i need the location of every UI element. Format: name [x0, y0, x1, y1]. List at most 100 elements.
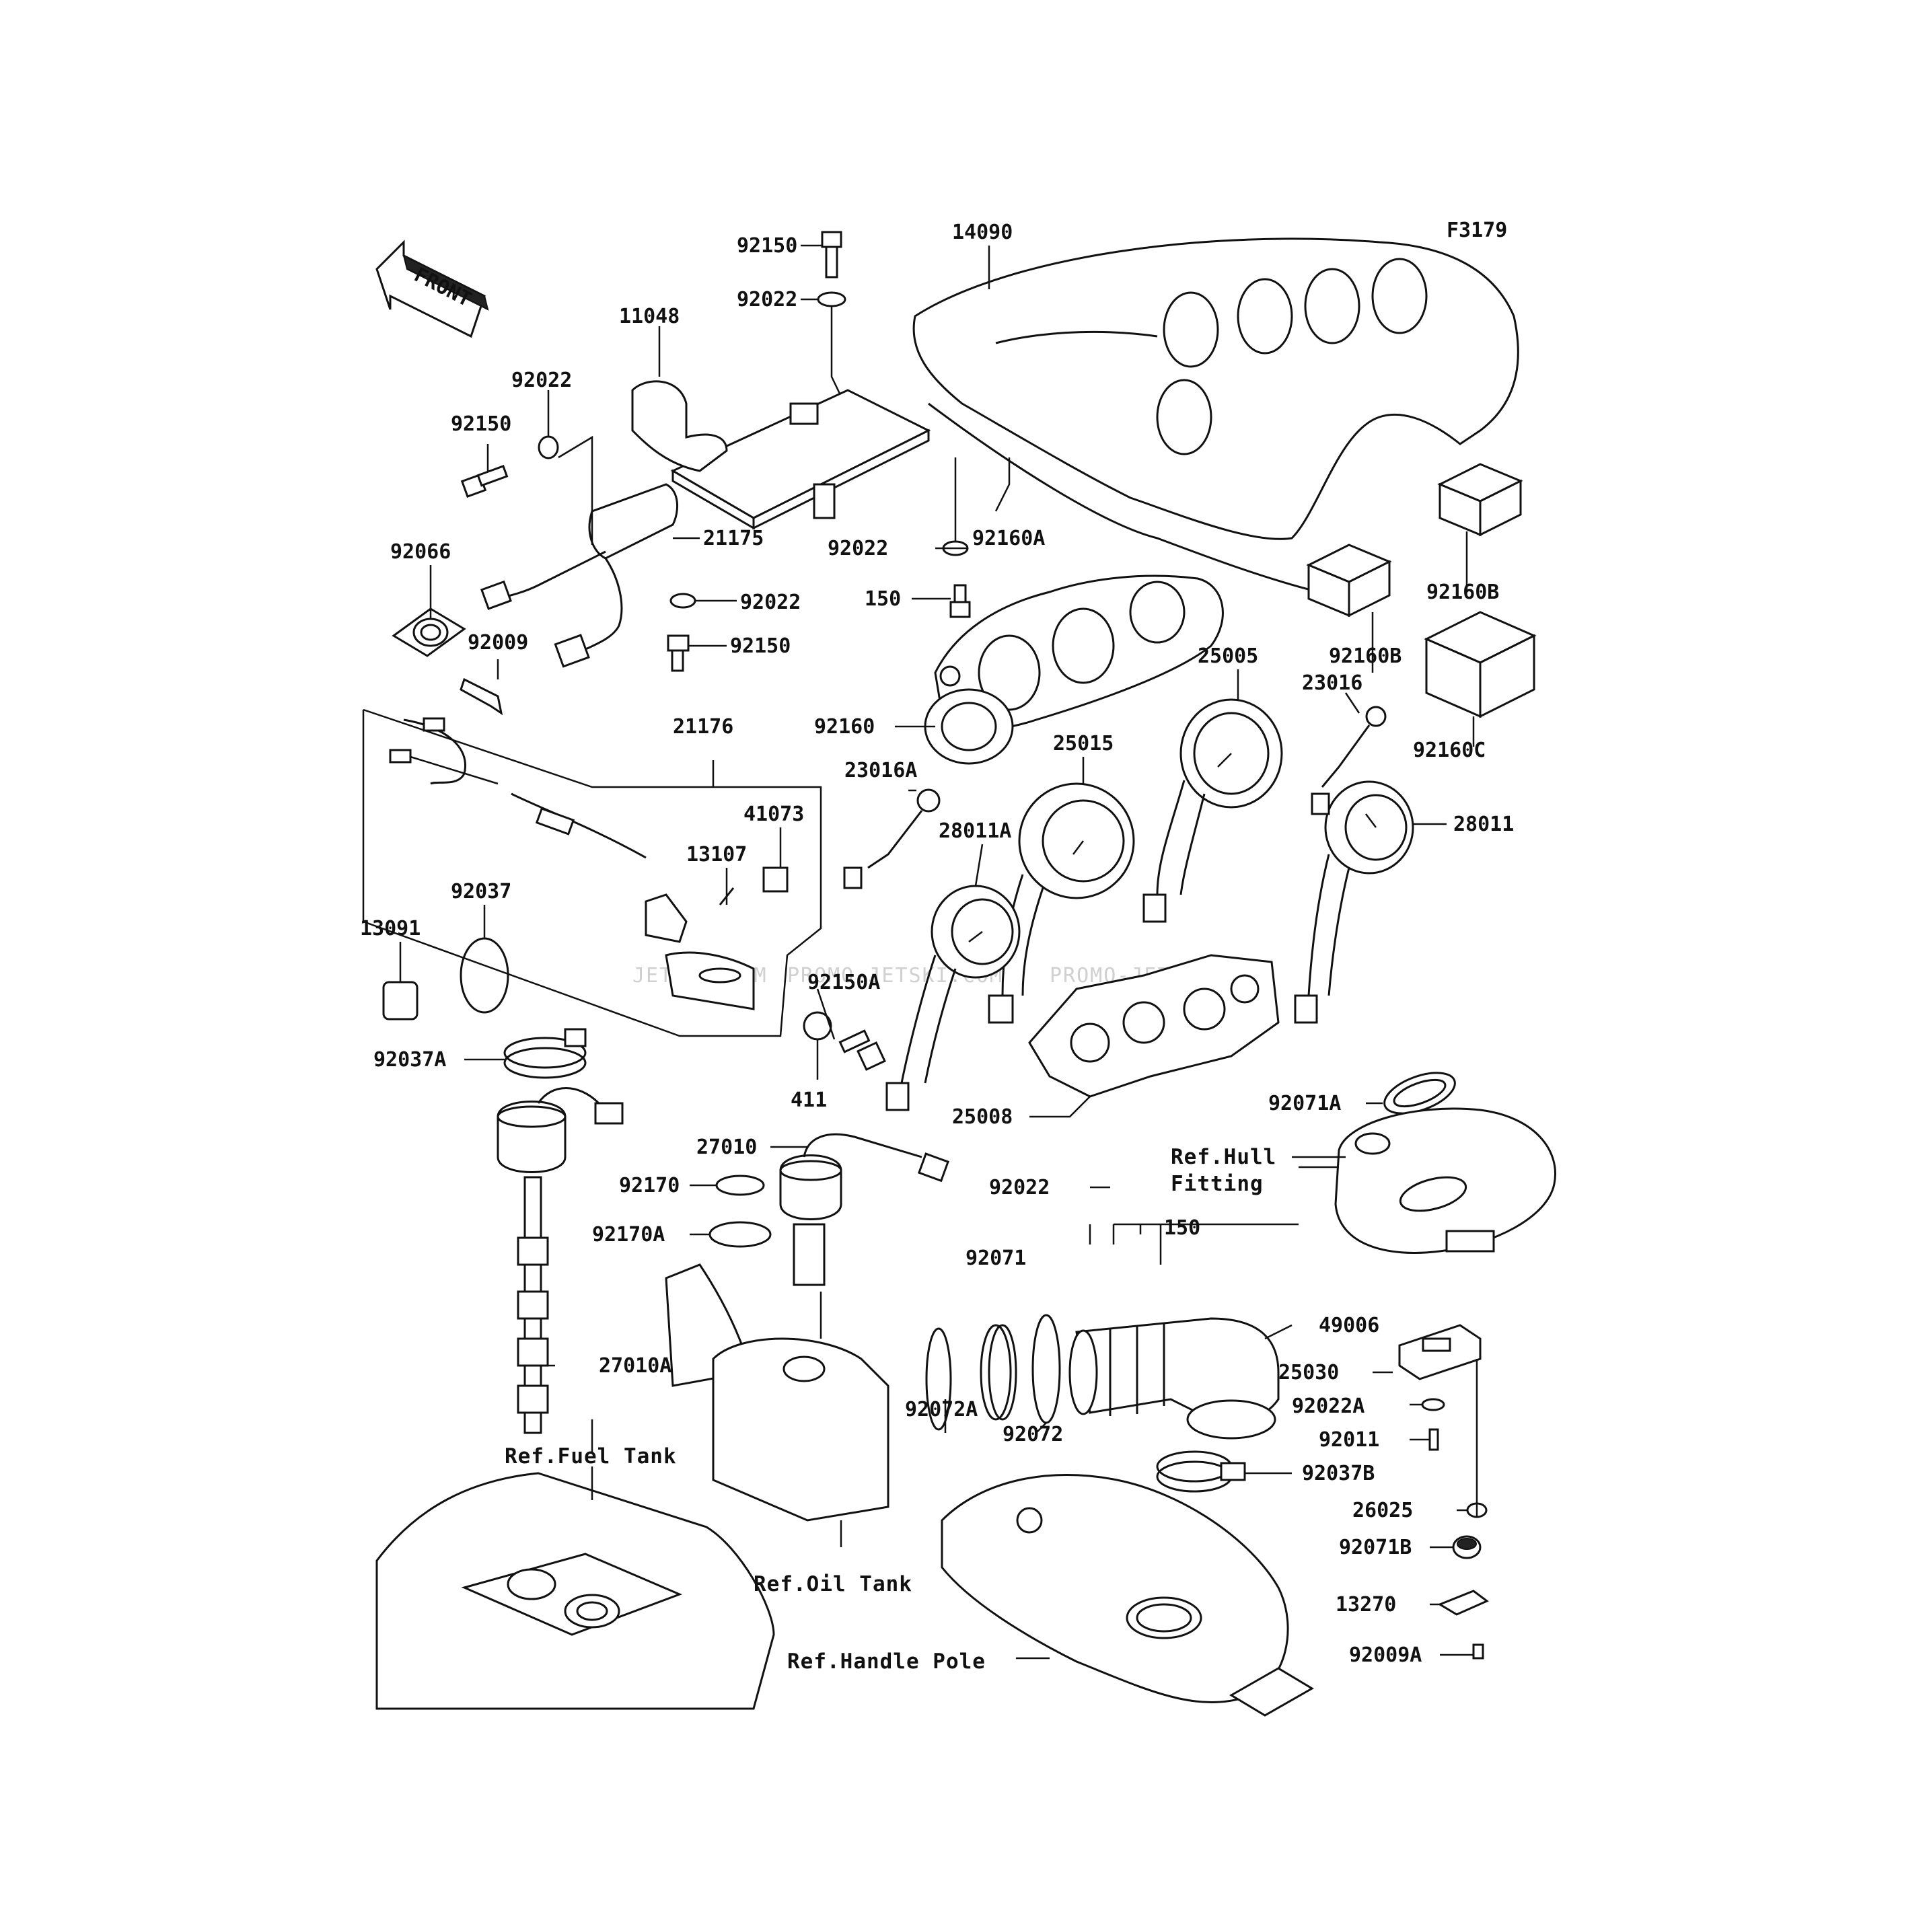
part-28011-gauge	[1294, 780, 1414, 1024]
label-92022-low: 92022	[989, 1176, 1050, 1199]
label-27010: 27010	[696, 1136, 757, 1159]
label-41073: 41073	[743, 803, 804, 826]
label-92011: 92011	[1319, 1428, 1379, 1452]
reference-labels: Ref.Hull Fitting Ref.Fuel Tank Ref.Oil T…	[505, 1145, 1276, 1674]
part-92160B-block-2	[1306, 544, 1392, 618]
ref-oil-tank-label: Ref.Oil Tank	[754, 1572, 912, 1596]
part-14090-deck-cover	[912, 237, 1519, 540]
label-13107: 13107	[686, 843, 747, 866]
part-13091-cap	[382, 981, 418, 1020]
label-92071B: 92071B	[1339, 1536, 1412, 1559]
label-92160A: 92160A	[972, 527, 1045, 550]
part-92072-band	[1031, 1314, 1061, 1424]
part-27010-sender	[779, 1133, 949, 1286]
part-92160B-block-1	[1437, 463, 1523, 537]
part-92071A-seal	[1383, 1072, 1456, 1115]
front-arrow-icon: FRONT	[375, 239, 489, 338]
label-92170A: 92170A	[592, 1223, 665, 1247]
part-13270-plate	[1437, 1590, 1489, 1616]
part-92150A-bolt	[838, 1029, 886, 1071]
part-28011A-gauge	[885, 885, 1021, 1111]
label-92150A: 92150A	[807, 971, 880, 994]
part-21176-harness	[389, 717, 755, 1010]
label-150-lower: 150	[1164, 1216, 1200, 1240]
label-411: 411	[791, 1088, 827, 1112]
ref-fitting-label: Fitting	[1171, 1172, 1264, 1196]
harness-21176-outline	[362, 708, 822, 1037]
part-92022-washer-left	[538, 435, 559, 459]
label-92037A: 92037A	[373, 1048, 446, 1072]
ref-hull-label: Ref.Hull	[1171, 1145, 1276, 1169]
part-92150-bolt-left	[460, 465, 509, 498]
part-92066-grommet	[392, 607, 466, 657]
label-92160B-1: 92160B	[1426, 581, 1499, 604]
ref-fuel-tank-part	[375, 1472, 775, 1710]
label-25005: 25005	[1198, 644, 1258, 668]
label-92160: 92160	[814, 715, 875, 739]
part-41073-clip	[762, 866, 789, 893]
part-labels: 92150 92022 14090 11048 92022 92150 2117…	[360, 221, 1514, 1667]
part-21175-coil	[480, 483, 679, 668]
label-21176: 21176	[673, 715, 733, 739]
leader-lines	[399, 244, 1478, 1660]
label-23016A: 23016A	[844, 759, 917, 782]
part-92022-washer-mid	[669, 593, 696, 609]
label-13091: 13091	[360, 917, 421, 940]
label-92071A: 92071A	[1268, 1092, 1341, 1115]
label-28011A: 28011A	[939, 819, 1011, 843]
label-92150-top: 92150	[737, 234, 797, 258]
part-11048-bracket	[631, 380, 931, 530]
figure-code: F3179	[1447, 219, 1507, 242]
label-92160C: 92160C	[1413, 739, 1486, 762]
label-27010A: 27010A	[599, 1354, 671, 1378]
part-25005-gauge	[1142, 698, 1283, 923]
label-14090: 14090	[952, 221, 1013, 244]
part-150-bolt-upper	[949, 584, 971, 618]
label-92022-deck: 92022	[828, 537, 888, 560]
label-92009A: 92009A	[1349, 1643, 1422, 1667]
part-25015-gauge	[988, 782, 1135, 1024]
part-92160C-block	[1424, 611, 1537, 718]
label-92037: 92037	[451, 880, 511, 903]
part-92150-bolt-top	[821, 231, 842, 278]
label-21175: 21175	[703, 527, 764, 550]
label-11048: 11048	[619, 305, 680, 328]
label-92066: 92066	[390, 540, 451, 564]
label-92022-top: 92022	[737, 288, 797, 311]
ref-handle-pole-label: Ref.Handle Pole	[787, 1649, 986, 1674]
label-92150-mid: 92150	[730, 634, 791, 658]
part-92170A-clamp	[708, 1221, 772, 1248]
part-92072A-band	[925, 1327, 952, 1431]
label-92160B-2: 92160B	[1329, 644, 1402, 668]
label-92072: 92072	[1003, 1423, 1063, 1446]
part-92170-clamp	[715, 1175, 765, 1196]
part-92009-screw	[460, 677, 503, 716]
part-92022-washer-top	[817, 291, 846, 307]
label-92022-left: 92022	[511, 369, 572, 392]
part-92011-screw	[1428, 1428, 1439, 1451]
part-92071B-cap	[1452, 1535, 1482, 1559]
ref-oil-tank-part	[665, 1263, 889, 1522]
label-49006: 49006	[1319, 1314, 1379, 1337]
label-92072A: 92072A	[905, 1398, 978, 1421]
part-49006-duct	[1068, 1317, 1280, 1440]
label-92022A: 92022A	[1292, 1395, 1364, 1418]
label-92009: 92009	[468, 631, 528, 655]
part-92037B-clamp	[1156, 1450, 1246, 1493]
label-92150-left: 92150	[451, 412, 511, 436]
label-25008: 25008	[952, 1105, 1013, 1129]
part-92009A-screw	[1472, 1643, 1484, 1660]
ref-handle-pole-part	[941, 1474, 1314, 1717]
label-25030: 25030	[1278, 1361, 1339, 1384]
part-23016-sensor	[1311, 706, 1387, 815]
label-28011: 28011	[1453, 813, 1514, 836]
label-25015: 25015	[1053, 732, 1114, 755]
part-92022A-washer	[1421, 1398, 1445, 1411]
label-150-upper: 150	[865, 587, 901, 611]
label-92022-mid: 92022	[740, 591, 801, 614]
part-92037A-clamp	[503, 1028, 587, 1079]
label-92037B: 92037B	[1302, 1462, 1375, 1485]
part-92150-bolt-mid	[667, 634, 690, 672]
